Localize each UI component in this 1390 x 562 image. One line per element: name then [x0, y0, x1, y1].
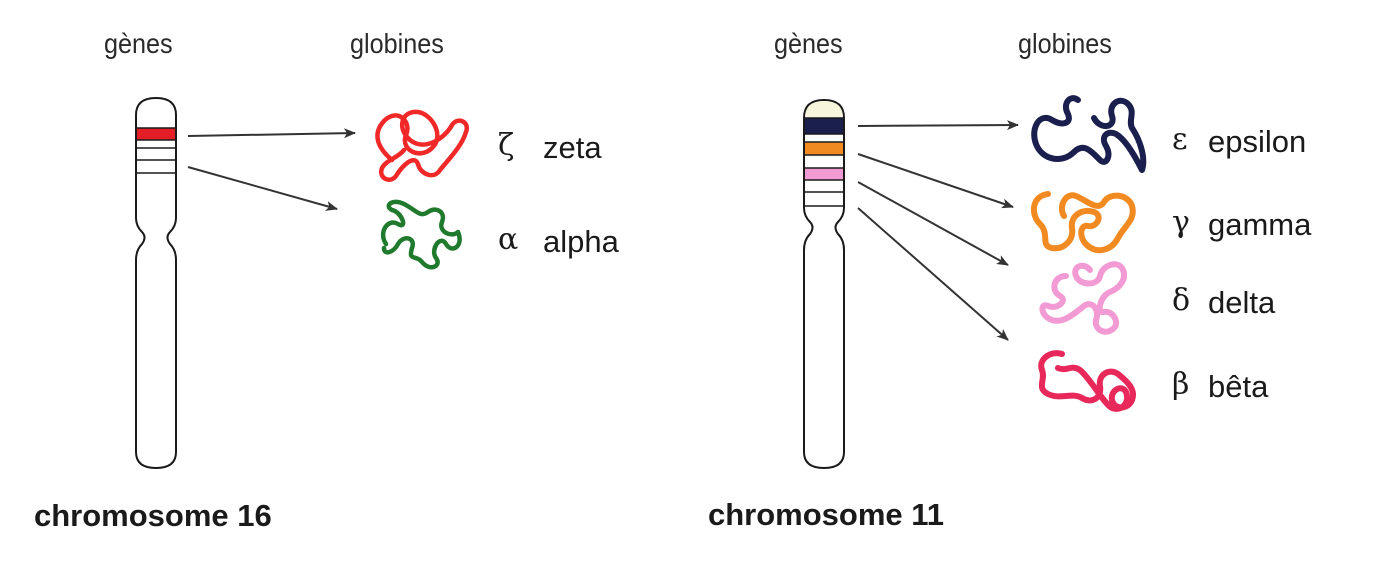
arrow-16-zeta [187, 128, 356, 139]
arrow-16-alpha [187, 166, 338, 211]
chromosome-16-band-zeta [137, 128, 175, 140]
chromosome-11-band-delta [805, 168, 843, 180]
arrow-11-epsilon [857, 120, 1019, 131]
arrow-11-gamma [857, 153, 1014, 209]
chromosome-11-label: chromosome 11 [708, 497, 945, 532]
beta-symbol: β [1172, 367, 1190, 402]
delta-symbol: δ [1172, 283, 1191, 318]
chromosome-16-label: chromosome 16 [34, 498, 272, 533]
gamma-symbol: γ [1172, 205, 1190, 240]
chromosome-11-band-epsilon [805, 118, 843, 134]
alpha-label: alpha [543, 224, 619, 259]
chromosome-11-centromere-tip [805, 101, 843, 118]
beta-globin-icon [1038, 350, 1136, 412]
arrow-11-beta [857, 207, 1009, 341]
beta-label: bêta [1208, 369, 1269, 404]
chromosome-16 [135, 96, 177, 470]
genes-header-11: gènes [774, 28, 843, 59]
chromosome-11 [803, 98, 845, 470]
zeta-symbol: ζ [498, 128, 515, 163]
delta-label: delta [1208, 285, 1276, 320]
zeta-globin-icon [375, 109, 470, 182]
globins-header-11: globines [1018, 28, 1112, 59]
alpha-symbol: α [498, 222, 519, 257]
chromosome-11-band-gamma [805, 142, 843, 155]
genes-header-16: gènes [104, 28, 173, 59]
alpha-globin-icon [380, 199, 462, 270]
gamma-globin-icon [1030, 191, 1136, 254]
epsilon-label: epsilon [1208, 124, 1307, 159]
arrow-11-delta [857, 181, 1009, 266]
zeta-label: zeta [543, 130, 602, 165]
epsilon-symbol: ε [1172, 122, 1188, 157]
chromosome-16-outline [135, 96, 177, 470]
gamma-label: gamma [1208, 207, 1312, 242]
epsilon-globin-icon [1031, 95, 1147, 173]
globins-header-16: globines [350, 28, 444, 59]
delta-globin-icon [1039, 261, 1128, 335]
